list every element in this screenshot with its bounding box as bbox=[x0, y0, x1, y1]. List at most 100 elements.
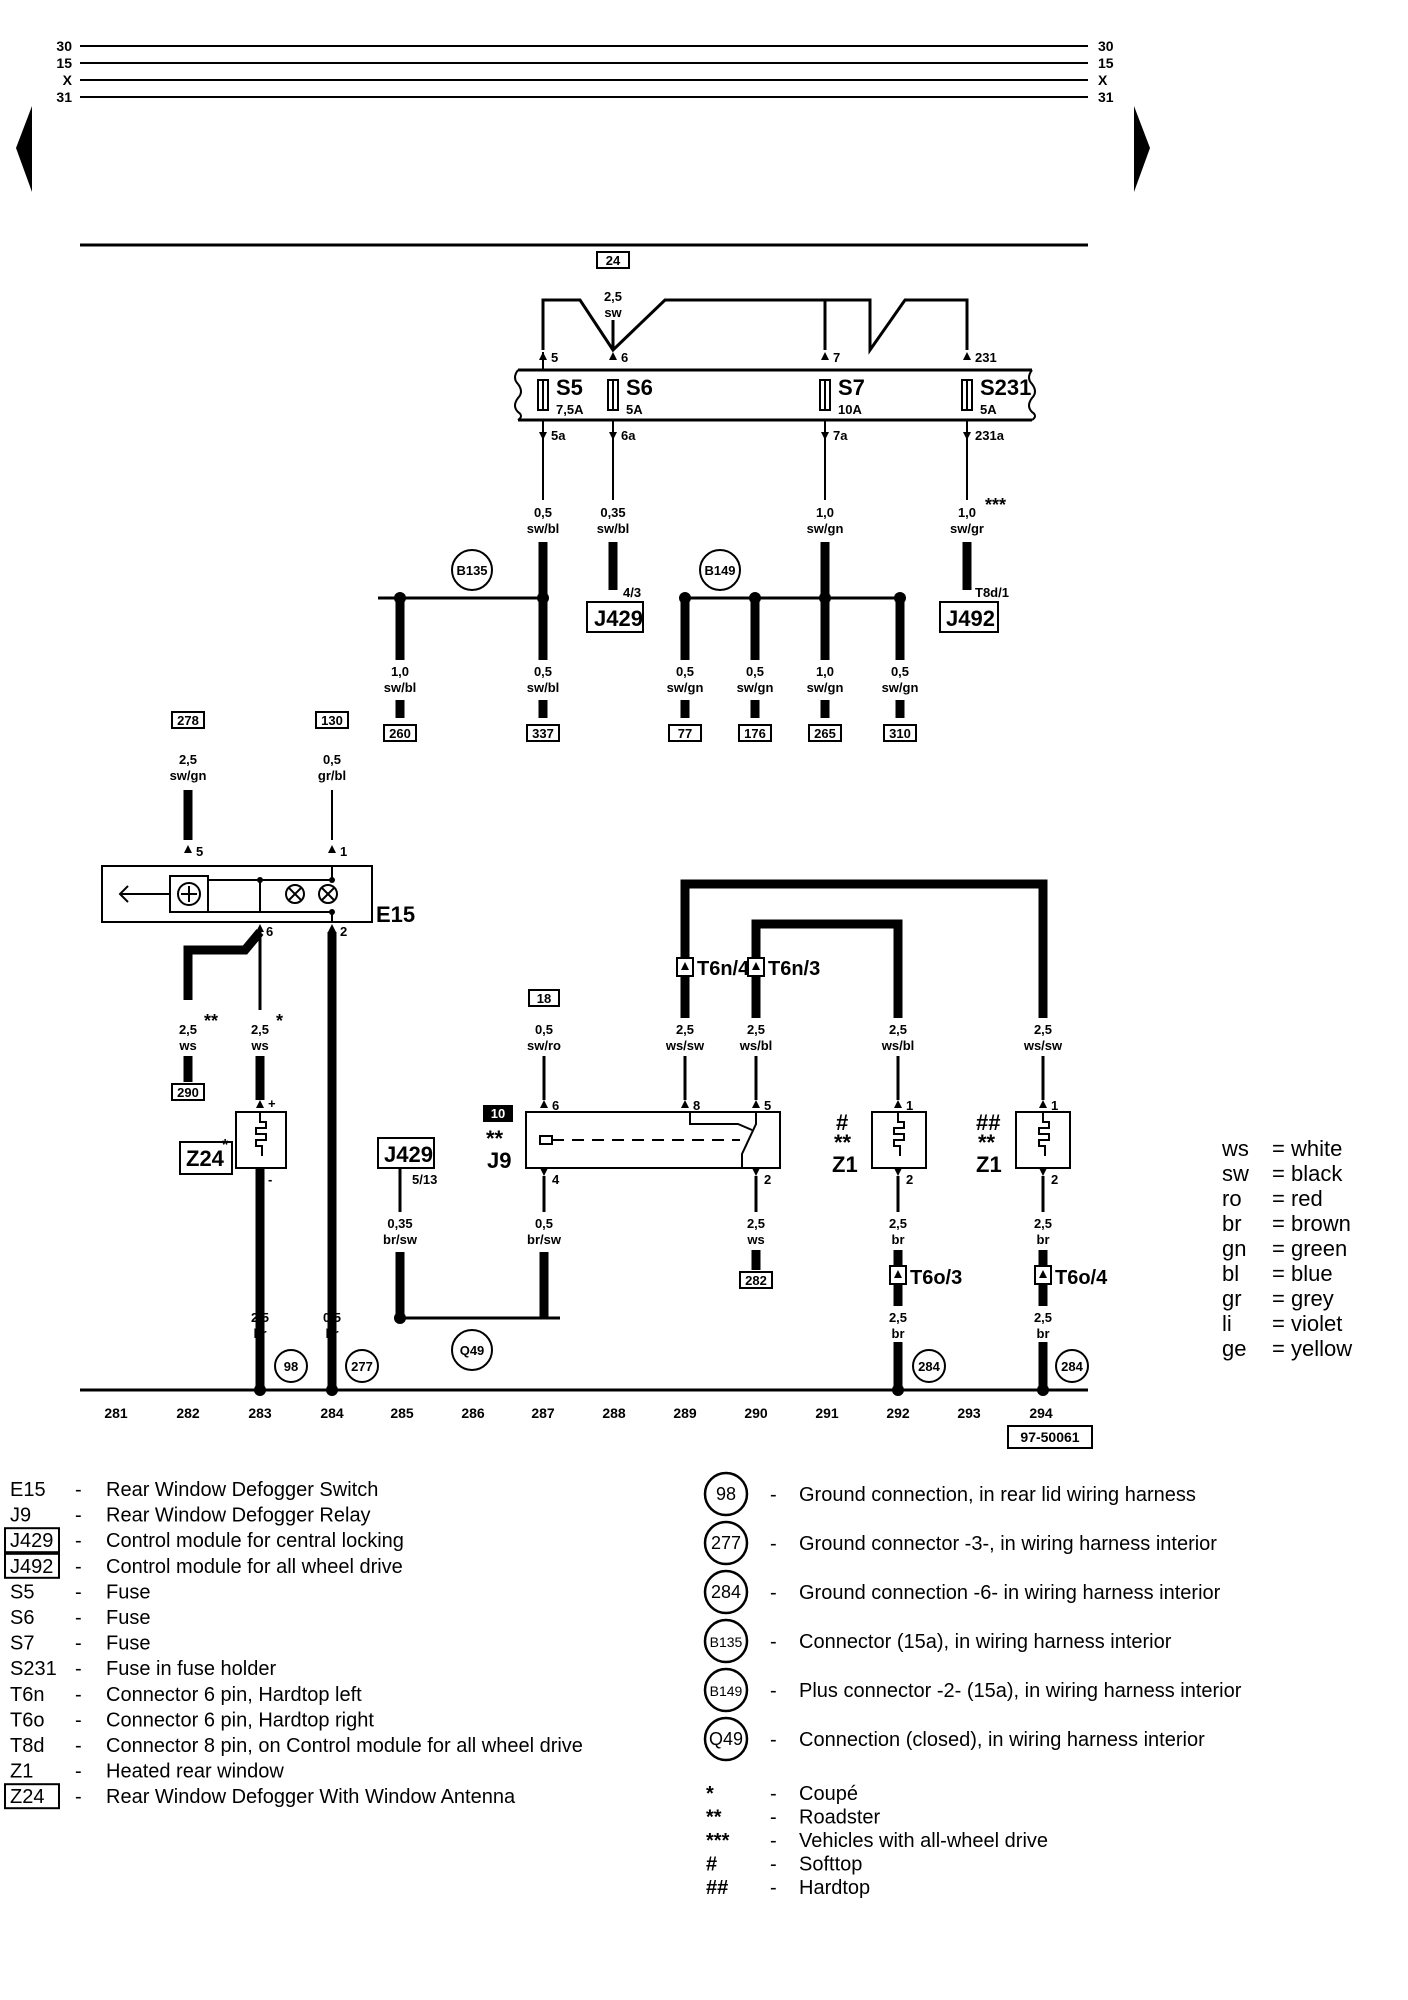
legend-text: Fuse bbox=[106, 1633, 150, 1655]
ref-box-18[interactable] bbox=[528, 989, 560, 1007]
j492-module[interactable] bbox=[939, 601, 999, 633]
fuse-S6: 6 S6 5A 6a bbox=[607, 350, 653, 443]
z24-label-box bbox=[179, 1141, 233, 1175]
column-number: 283 bbox=[248, 1405, 272, 1421]
wire-color: sw/gn bbox=[667, 680, 704, 695]
wire-color: sw bbox=[604, 305, 622, 320]
wire-color: sw/gn bbox=[170, 768, 207, 783]
ground-284-b[interactable] bbox=[1055, 1349, 1089, 1383]
ref-box-337[interactable] bbox=[526, 724, 560, 742]
ref-box-282[interactable] bbox=[739, 1271, 773, 1289]
color-name: = white bbox=[1272, 1136, 1342, 1161]
j429-module[interactable] bbox=[586, 601, 644, 633]
ref-box-278[interactable] bbox=[171, 711, 205, 729]
legend-text: Ground connection -6- in wiring harness … bbox=[799, 1582, 1221, 1604]
rail-label-right-31: 31 bbox=[1098, 89, 1114, 105]
ref-box-130[interactable] bbox=[315, 711, 349, 729]
wire-mark: *** bbox=[985, 495, 1006, 515]
legend-code: S6 bbox=[10, 1607, 34, 1629]
legend-symbol-label: B149 bbox=[710, 1683, 743, 1699]
ground-284-a[interactable] bbox=[912, 1349, 946, 1383]
fuse-rating: 5A bbox=[980, 402, 997, 417]
ref-box-290[interactable] bbox=[171, 1083, 205, 1101]
ref-box-24[interactable] bbox=[596, 251, 630, 269]
junction-b149[interactable] bbox=[699, 549, 741, 591]
legend-symbol-label: B135 bbox=[710, 1634, 743, 1650]
wire-size: 1,0 bbox=[816, 664, 834, 679]
j429-module-lower[interactable] bbox=[377, 1137, 435, 1169]
connector-t6o4[interactable] bbox=[1034, 1265, 1052, 1285]
legend-code-box bbox=[4, 1527, 60, 1554]
legend-text: Connector 6 pin, Hardtop left bbox=[106, 1684, 362, 1706]
junction-q49[interactable] bbox=[451, 1329, 493, 1371]
legend-dash: - bbox=[75, 1505, 82, 1527]
ref-box-260[interactable] bbox=[383, 724, 417, 742]
legend-text: Connector 6 pin, Hardtop right bbox=[106, 1709, 374, 1731]
fuse-S5: 5 S5 7,5A 5a bbox=[537, 350, 584, 443]
j429-pin: 5/13 bbox=[412, 1172, 437, 1187]
ground-98[interactable] bbox=[274, 1349, 308, 1383]
legend-dash: - bbox=[75, 1479, 82, 1501]
ref-box-310[interactable] bbox=[883, 724, 917, 742]
legend-dash: - bbox=[770, 1830, 777, 1852]
ref-box-77[interactable] bbox=[668, 724, 702, 742]
j9-relay[interactable] bbox=[525, 1111, 781, 1169]
legend-symbol bbox=[703, 1667, 749, 1713]
column-number: 281 bbox=[104, 1405, 128, 1421]
ref-box-265[interactable] bbox=[808, 724, 842, 742]
figure-id-box bbox=[1007, 1425, 1093, 1449]
pin-label: 1 bbox=[906, 1098, 913, 1113]
legend-dash: - bbox=[75, 1530, 82, 1552]
color-code: ro bbox=[1222, 1186, 1242, 1211]
page-back-arrow-icon[interactable] bbox=[16, 106, 32, 192]
figure-id: 97-50061 bbox=[1020, 1429, 1079, 1445]
legend-text: Fuse bbox=[106, 1607, 150, 1629]
wire-size: 0,5 bbox=[534, 505, 552, 520]
legend-code: Z1 bbox=[10, 1761, 33, 1783]
z24-defogger-antenna[interactable] bbox=[235, 1111, 287, 1169]
color-name: = green bbox=[1272, 1236, 1347, 1261]
legend-code: J429 bbox=[10, 1530, 53, 1552]
fuse-name: S7 bbox=[838, 375, 865, 400]
wire-size: 2,5 bbox=[889, 1310, 907, 1325]
wire-color: br bbox=[1037, 1232, 1050, 1247]
ground-277[interactable] bbox=[345, 1349, 379, 1383]
color-code: gn bbox=[1222, 1236, 1246, 1261]
wire-color: br bbox=[892, 1326, 905, 1341]
legend-text: Heated rear window bbox=[106, 1761, 284, 1783]
connector-t6n4[interactable] bbox=[676, 957, 694, 977]
junction-label: B135 bbox=[456, 563, 487, 578]
column-number: 293 bbox=[957, 1405, 981, 1421]
wire-color: sw/gr bbox=[950, 521, 984, 536]
e15-switch[interactable] bbox=[101, 865, 373, 923]
legend-text: Coupé bbox=[799, 1783, 858, 1805]
legend-mark-code: * bbox=[706, 1783, 714, 1805]
color-code: gr bbox=[1222, 1286, 1242, 1311]
wire-color: sw/bl bbox=[527, 680, 560, 695]
legend-dash: - bbox=[75, 1607, 82, 1629]
junction-b135[interactable] bbox=[451, 549, 493, 591]
j9-label: J9 bbox=[487, 1148, 511, 1173]
connector-t6n3[interactable] bbox=[747, 957, 765, 977]
legend-symbol-label: Q49 bbox=[709, 1729, 743, 1749]
page-forward-arrow-icon[interactable] bbox=[1134, 106, 1150, 192]
ref-box-176[interactable] bbox=[738, 724, 772, 742]
ref-label: 337 bbox=[532, 726, 554, 741]
legend-symbol bbox=[703, 1471, 749, 1517]
wire-color: ws/bl bbox=[881, 1038, 915, 1053]
z1-heated-window-softtop[interactable] bbox=[871, 1111, 927, 1169]
legend-dash: - bbox=[75, 1581, 82, 1603]
rail-label-right-15: 15 bbox=[1098, 55, 1114, 71]
column-number: 294 bbox=[1029, 1405, 1053, 1421]
connector-t6o3[interactable] bbox=[889, 1265, 907, 1285]
z1-label: Z1 bbox=[832, 1152, 858, 1177]
z1-heated-window-hardtop[interactable] bbox=[1015, 1111, 1071, 1169]
wire-size: 2,5 bbox=[179, 752, 197, 767]
wire-size: 1,0 bbox=[816, 505, 834, 520]
fuse-pin-top: 5 bbox=[551, 350, 558, 365]
pin-label: 4 bbox=[552, 1172, 560, 1187]
rail-label-left-31: 31 bbox=[56, 89, 72, 105]
pin-label: - bbox=[268, 1172, 272, 1187]
legend-dash: - bbox=[75, 1658, 82, 1680]
